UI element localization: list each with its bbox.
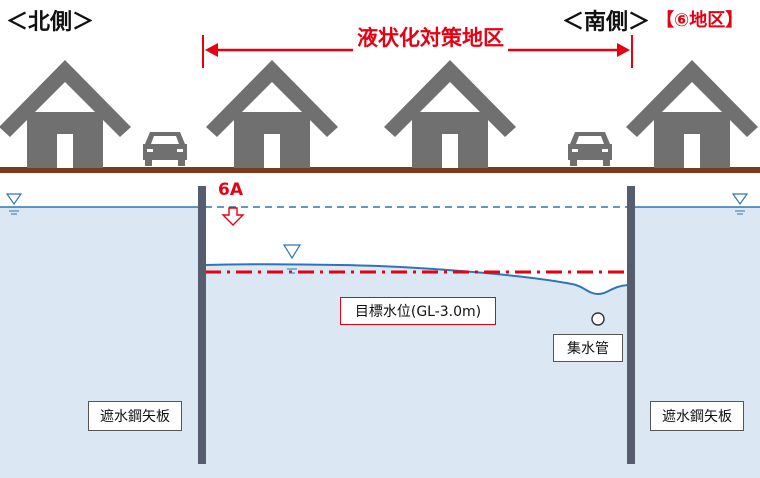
step-label: 6A	[218, 180, 243, 200]
countermeasure-area-title: 液状化対策地区	[353, 22, 508, 52]
house-icon	[384, 60, 516, 168]
ground-surface	[0, 167, 760, 173]
sheet-pile-south	[627, 186, 635, 464]
sheet-pile-label-north: 遮水鋼矢板	[88, 401, 182, 431]
house-icon	[626, 60, 758, 168]
water-level-triangle-icon	[731, 193, 749, 215]
down-arrow-icon	[221, 207, 245, 226]
lowered-water-surface	[204, 263, 629, 296]
target-water-level-label: 目標水位(GL-3.0m)	[340, 297, 496, 325]
collector-pipe-label: 集水管	[553, 334, 623, 362]
water-level-triangle-icon	[282, 244, 302, 274]
water-level-triangle-icon	[5, 193, 23, 215]
car-icon	[568, 132, 612, 166]
car-icon	[143, 132, 187, 166]
south-label: ＜南側＞	[562, 10, 651, 35]
north-label: ＜北側＞	[6, 10, 95, 35]
house-icon	[0, 60, 131, 168]
sheet-pile-label-south: 遮水鋼矢板	[650, 401, 744, 431]
zone-tag: 【⑥地区】	[656, 10, 744, 31]
house-icon	[206, 60, 338, 168]
sheet-pile-north	[198, 186, 206, 464]
collector-pipe-icon	[591, 312, 605, 326]
